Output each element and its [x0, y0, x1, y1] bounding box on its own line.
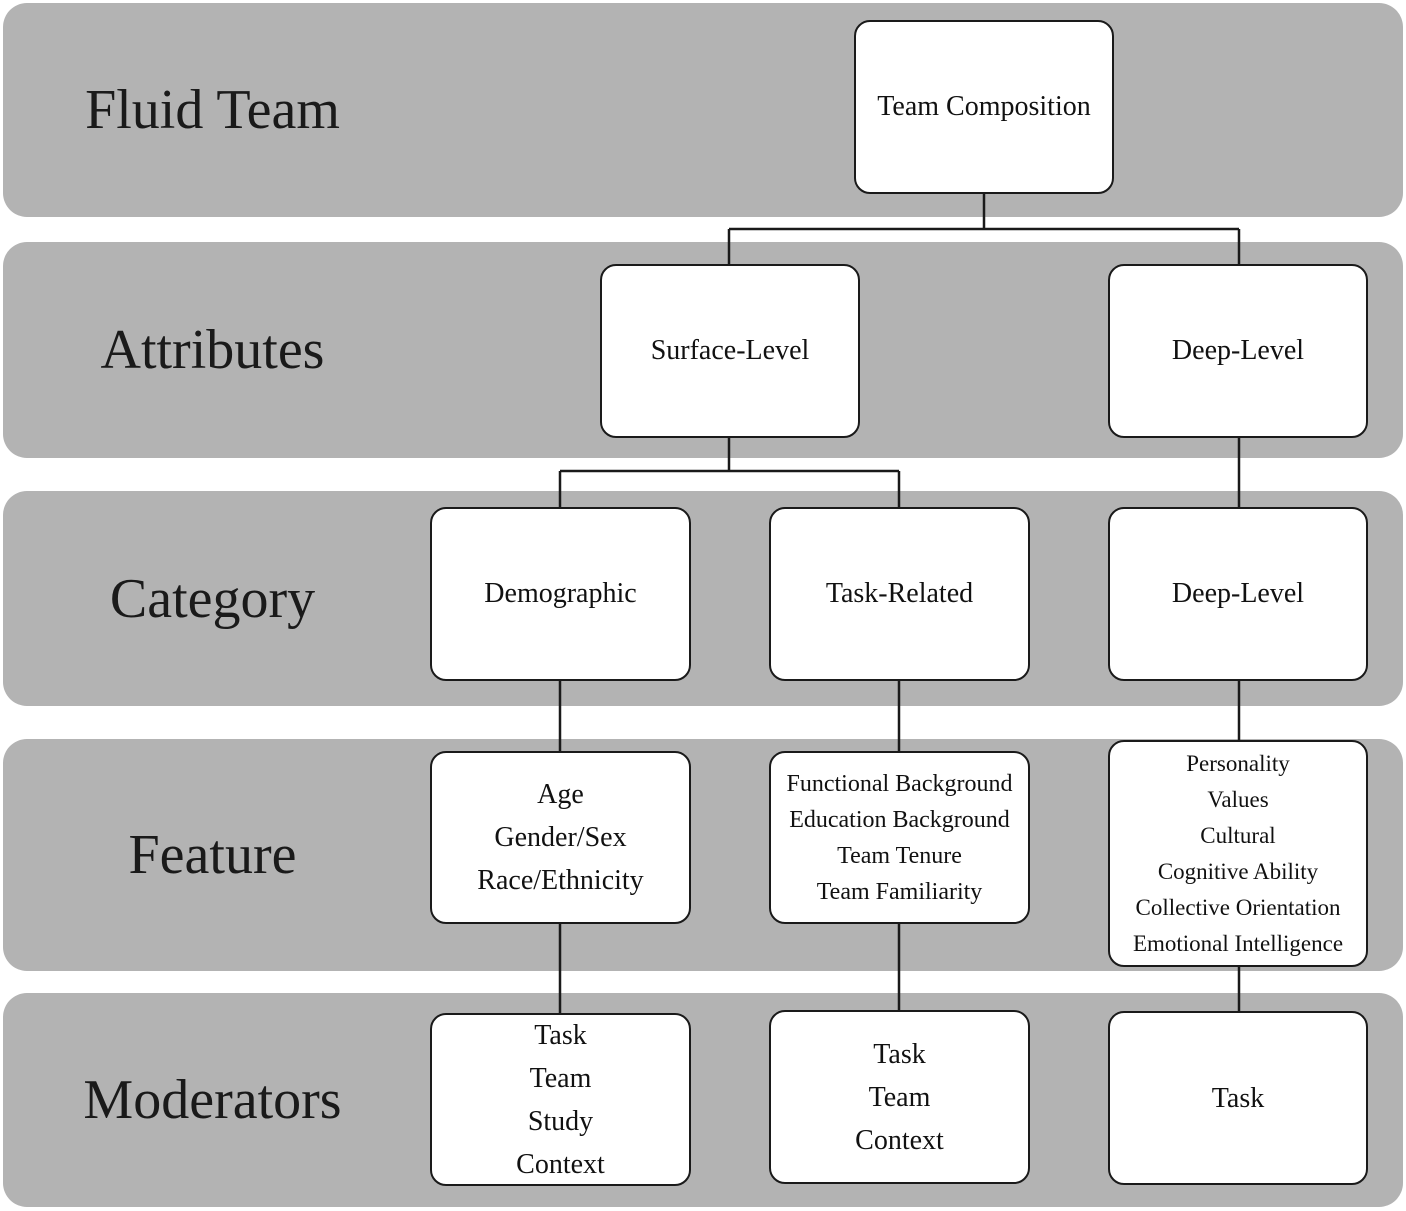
row-label-category: Category [109, 567, 316, 630]
feature-item: Personality [1186, 750, 1290, 776]
node-label: Team Composition [877, 91, 1091, 122]
node-deep-level-moderators: Task [1108, 1011, 1368, 1185]
row-label-fluid-team: Fluid Team [85, 79, 340, 141]
moderator-item: Task [873, 1038, 926, 1070]
moderator-item: Team [529, 1062, 592, 1094]
feature-item: Cultural [1200, 822, 1276, 848]
feature-item: Cognitive Ability [1157, 858, 1319, 884]
moderator-item: Team [868, 1081, 931, 1113]
node-surface-level: Surface-Level [600, 264, 860, 438]
node-label: Task-Related [825, 578, 974, 609]
node-task-related: Task-Related [769, 507, 1030, 681]
feature-item: Team Tenure [837, 842, 962, 869]
feature-item: Collective Orientation [1135, 894, 1341, 920]
node-label: Deep-Level [1171, 335, 1305, 366]
node-deep-level-features: Personality Values Cultural Cognitive Ab… [1108, 740, 1368, 967]
feature-item: Team Familiarity [816, 878, 983, 905]
feature-item: Functional Background [786, 770, 1013, 797]
node-task-related-features: Functional Background Education Backgrou… [769, 751, 1030, 924]
node-team-composition: Team Composition [854, 20, 1114, 194]
node-label: Deep-Level [1171, 578, 1305, 609]
node-label: Surface-Level [650, 335, 810, 366]
node-label: Demographic [484, 578, 637, 609]
feature-item: Education Background [789, 806, 1010, 833]
band-fluid-team [3, 3, 1403, 217]
moderator-item: Task [534, 1019, 587, 1051]
feature-item: Race/Ethnicity [477, 865, 644, 896]
row-label-attributes: Attributes [100, 319, 325, 381]
feature-item: Values [1207, 786, 1269, 812]
moderator-item: Context [516, 1148, 605, 1180]
moderator-item: Task [1211, 1082, 1265, 1114]
node-demographic: Demographic [430, 507, 691, 681]
node-task-related-moderators: Task Team Context [769, 1010, 1030, 1184]
feature-item: Emotional Intelligence [1132, 930, 1344, 956]
feature-item: Age [537, 779, 584, 810]
moderator-item: Context [855, 1124, 944, 1156]
node-demographic-moderators: Task Team Study Context [430, 1013, 691, 1186]
row-label-feature: Feature [128, 824, 297, 886]
node-deep-level-attribute: Deep-Level [1108, 264, 1368, 438]
row-label-moderators: Moderators [83, 1069, 342, 1131]
node-deep-level-category: Deep-Level [1108, 507, 1368, 681]
moderator-item: Study [527, 1105, 594, 1137]
feature-item: Gender/Sex [494, 822, 627, 853]
node-demographic-features: Age Gender/Sex Race/Ethnicity [430, 751, 691, 924]
